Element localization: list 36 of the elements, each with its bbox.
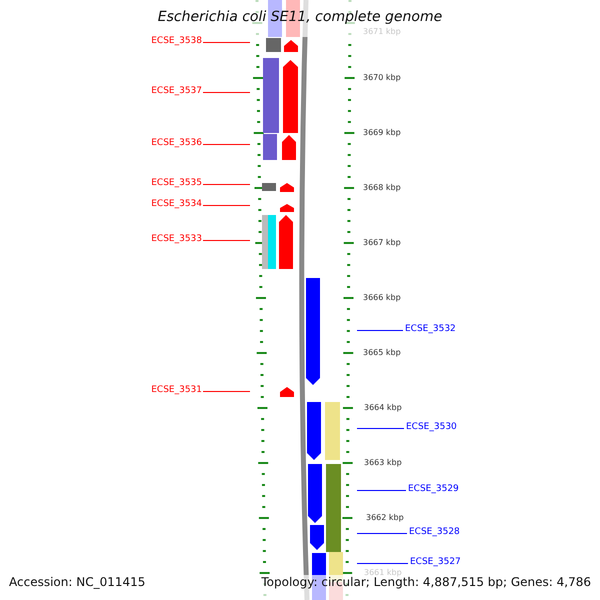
leader-line	[202, 42, 250, 43]
leader-line	[202, 144, 250, 145]
accession-text: Accession: NC_011415	[9, 575, 146, 589]
gene-label: ECSE_3536	[151, 138, 202, 149]
leader-line	[356, 330, 404, 331]
leader-line	[356, 533, 408, 534]
scale-label: 3669 kbp	[363, 128, 401, 138]
gene-label: ECSE_3529	[408, 484, 459, 495]
leader-line	[202, 205, 250, 206]
gene-label: ECSE_3528	[409, 527, 460, 538]
gene-label: ECSE_3530	[406, 422, 457, 433]
leader-line	[356, 428, 404, 429]
scale-label: 3666 kbp	[363, 293, 401, 303]
gene-label: ECSE_3537	[151, 86, 202, 97]
gene-label: ECSE_3531	[151, 385, 202, 396]
gene-label: ECSE_3533	[151, 234, 202, 245]
scale-label: 3667 kbp	[363, 238, 401, 248]
gene-label: ECSE_3534	[151, 199, 202, 210]
leader-line	[202, 92, 250, 93]
scale-label: 3665 kbp	[363, 348, 401, 358]
leader-line	[202, 240, 250, 241]
leader-line	[356, 563, 408, 564]
scale-label: 3668 kbp	[363, 183, 401, 193]
scale-label: 3663 kbp	[364, 458, 402, 468]
diagram-title: Escherichia coli SE11, complete genome	[156, 9, 444, 25]
scale-label: 3664 kbp	[364, 403, 402, 413]
scale-label: 3670 kbp	[363, 73, 401, 83]
scale-label: 3662 kbp	[366, 513, 404, 523]
gene-label: ECSE_3527	[410, 557, 461, 568]
gene-label: ECSE_3538	[151, 36, 202, 47]
gene-label: ECSE_3535	[151, 178, 202, 189]
leader-line	[356, 490, 406, 491]
genome-info-text: Topology: circular; Length: 4,887,515 bp; Genes: 4,786	[261, 575, 591, 589]
gene-label: ECSE_3532	[405, 324, 456, 335]
leader-line	[202, 184, 250, 185]
leader-line	[202, 391, 250, 392]
